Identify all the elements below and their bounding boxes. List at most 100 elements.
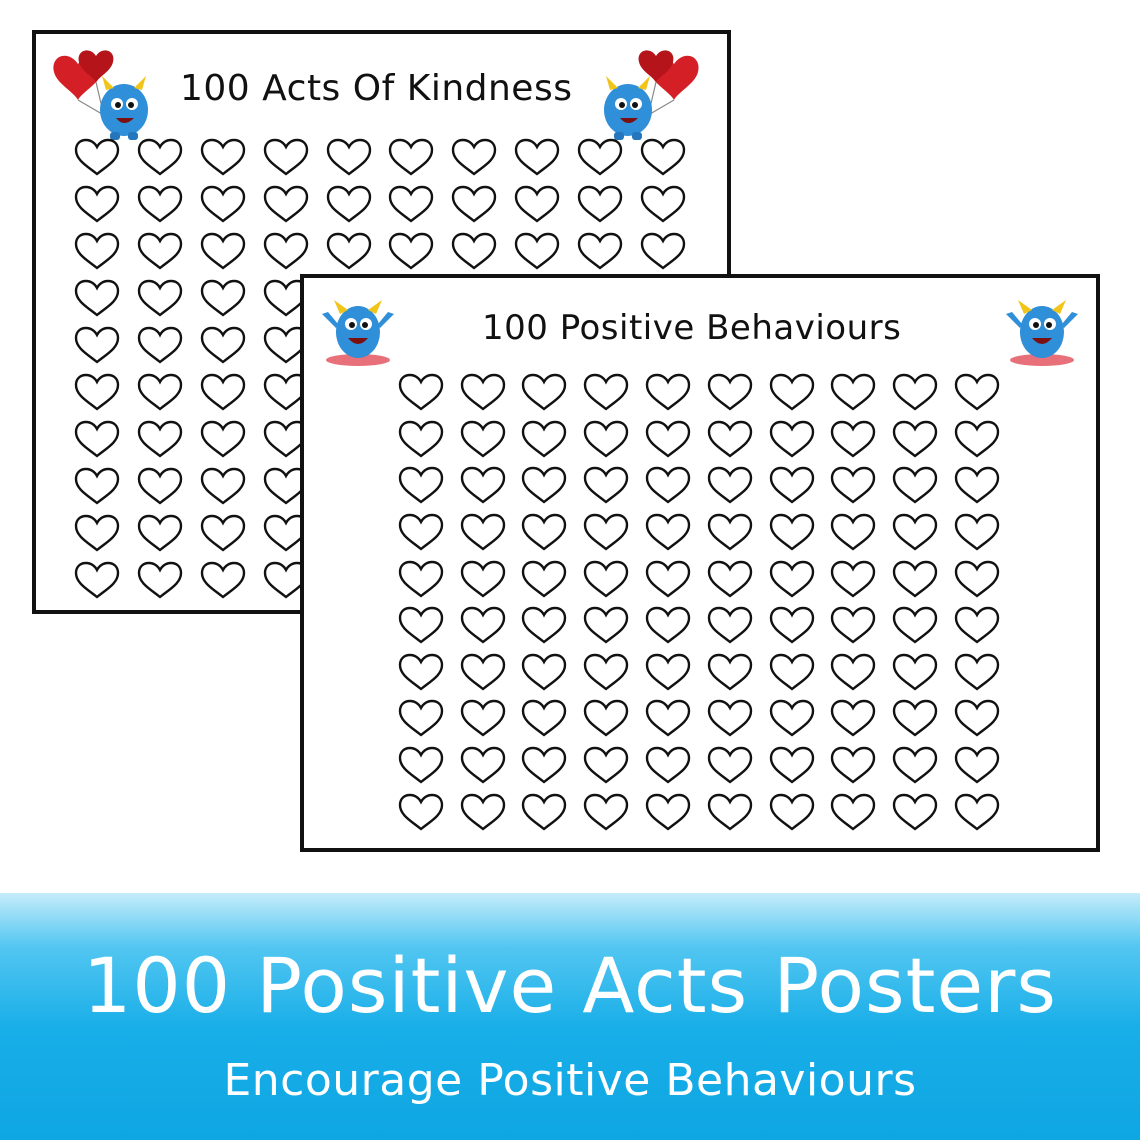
heart-outline-icon [946,463,1008,510]
heart-outline-icon [514,743,576,790]
heart-outline-icon [761,696,823,743]
heart-outline-icon [506,228,569,275]
heart-outline-icon [575,417,637,464]
heart-outline-icon [761,417,823,464]
heart-outline-icon [884,696,946,743]
heart-outline-icon [946,743,1008,790]
heart-outline-icon [575,556,637,603]
heart-outline-icon [514,650,576,697]
heart-outline-icon [192,322,255,369]
heart-outline-icon [761,370,823,417]
heart-outline-icon [317,134,380,181]
heart-outline-icon [390,370,452,417]
heart-outline-icon [699,417,761,464]
heart-outline-icon [575,603,637,650]
heart-outline-icon [699,370,761,417]
heart-outline-icon [443,134,506,181]
heart-outline-icon [637,370,699,417]
heart-outline-icon [66,557,129,604]
heart-outline-icon [66,275,129,322]
blue-monster-icon [1006,300,1078,366]
heart-outline-icon [129,322,192,369]
heart-outline-icon [443,228,506,275]
heart-outline-icon [884,556,946,603]
heart-outline-icon [575,650,637,697]
heart-outline-icon [506,181,569,228]
heart-outline-icon [514,510,576,557]
heart-outline-icon [946,556,1008,603]
heart-outline-icon [699,556,761,603]
heart-outline-icon [390,603,452,650]
heart-outline-icon [823,417,885,464]
heart-outline-icon [192,416,255,463]
heart-outline-icon [192,275,255,322]
heart-outline-icon [452,789,514,836]
banner-subtitle: Encourage Positive Behaviours [223,1055,917,1106]
heart-balloons-icon [53,50,114,115]
heart-outline-icon [884,463,946,510]
heart-outline-icon [514,463,576,510]
heart-outline-icon [254,134,317,181]
heart-outline-icon [452,417,514,464]
heart-outline-icon [637,510,699,557]
heart-outline-icon [452,510,514,557]
heart-outline-icon [823,743,885,790]
heart-outline-icon [192,181,255,228]
heart-outline-icon [192,134,255,181]
heart-outline-icon [390,696,452,743]
blue-monster-icon [604,76,652,140]
heart-outline-icon [452,556,514,603]
heart-outline-icon [637,603,699,650]
heart-outline-icon [823,789,885,836]
heart-outline-icon [66,463,129,510]
heart-outline-icon [390,743,452,790]
heart-outline-icon [514,417,576,464]
heart-outline-icon [254,181,317,228]
heart-outline-icon [129,557,192,604]
banner-title: 100 Positive Acts Posters [83,941,1057,1030]
heart-outline-icon [192,463,255,510]
heart-outline-icon [631,228,694,275]
heart-outline-icon [575,789,637,836]
heart-outline-icon [575,743,637,790]
heart-outline-icon [761,463,823,510]
heart-outline-icon [192,228,255,275]
heart-outline-icon [452,696,514,743]
heart-outline-icon [761,556,823,603]
heart-outline-icon [129,510,192,557]
heart-outline-icon [575,510,637,557]
heart-outline-icon [823,650,885,697]
heart-outline-icon [380,181,443,228]
heart-outline-icon [129,134,192,181]
balloon-monster-icon [53,50,148,140]
heart-outline-icon [637,417,699,464]
heart-outline-icon [66,134,129,181]
heart-outline-icon [129,181,192,228]
heart-outline-icon [66,322,129,369]
heart-outline-icon [390,789,452,836]
blue-monster-icon [322,300,394,366]
heart-outline-icon [637,743,699,790]
heart-outline-icon [699,603,761,650]
heart-outline-icon [946,370,1008,417]
heart-outline-icon [317,228,380,275]
heart-outline-icon [699,696,761,743]
heart-outline-icon [66,510,129,557]
heart-outline-icon [637,556,699,603]
heart-outline-icon [390,510,452,557]
heart-outline-icon [946,603,1008,650]
heart-outline-icon [699,789,761,836]
heart-outline-icon [192,510,255,557]
heart-outline-icon [637,650,699,697]
heart-outline-icon [192,557,255,604]
heart-outline-icon [575,463,637,510]
heart-outline-icon [823,696,885,743]
heart-outline-icon [66,228,129,275]
heart-outline-icon [129,463,192,510]
heart-outline-icon [823,556,885,603]
heart-outline-icon [946,789,1008,836]
heart-outline-icon [452,650,514,697]
heart-outline-icon [390,650,452,697]
heart-outline-icon [946,417,1008,464]
